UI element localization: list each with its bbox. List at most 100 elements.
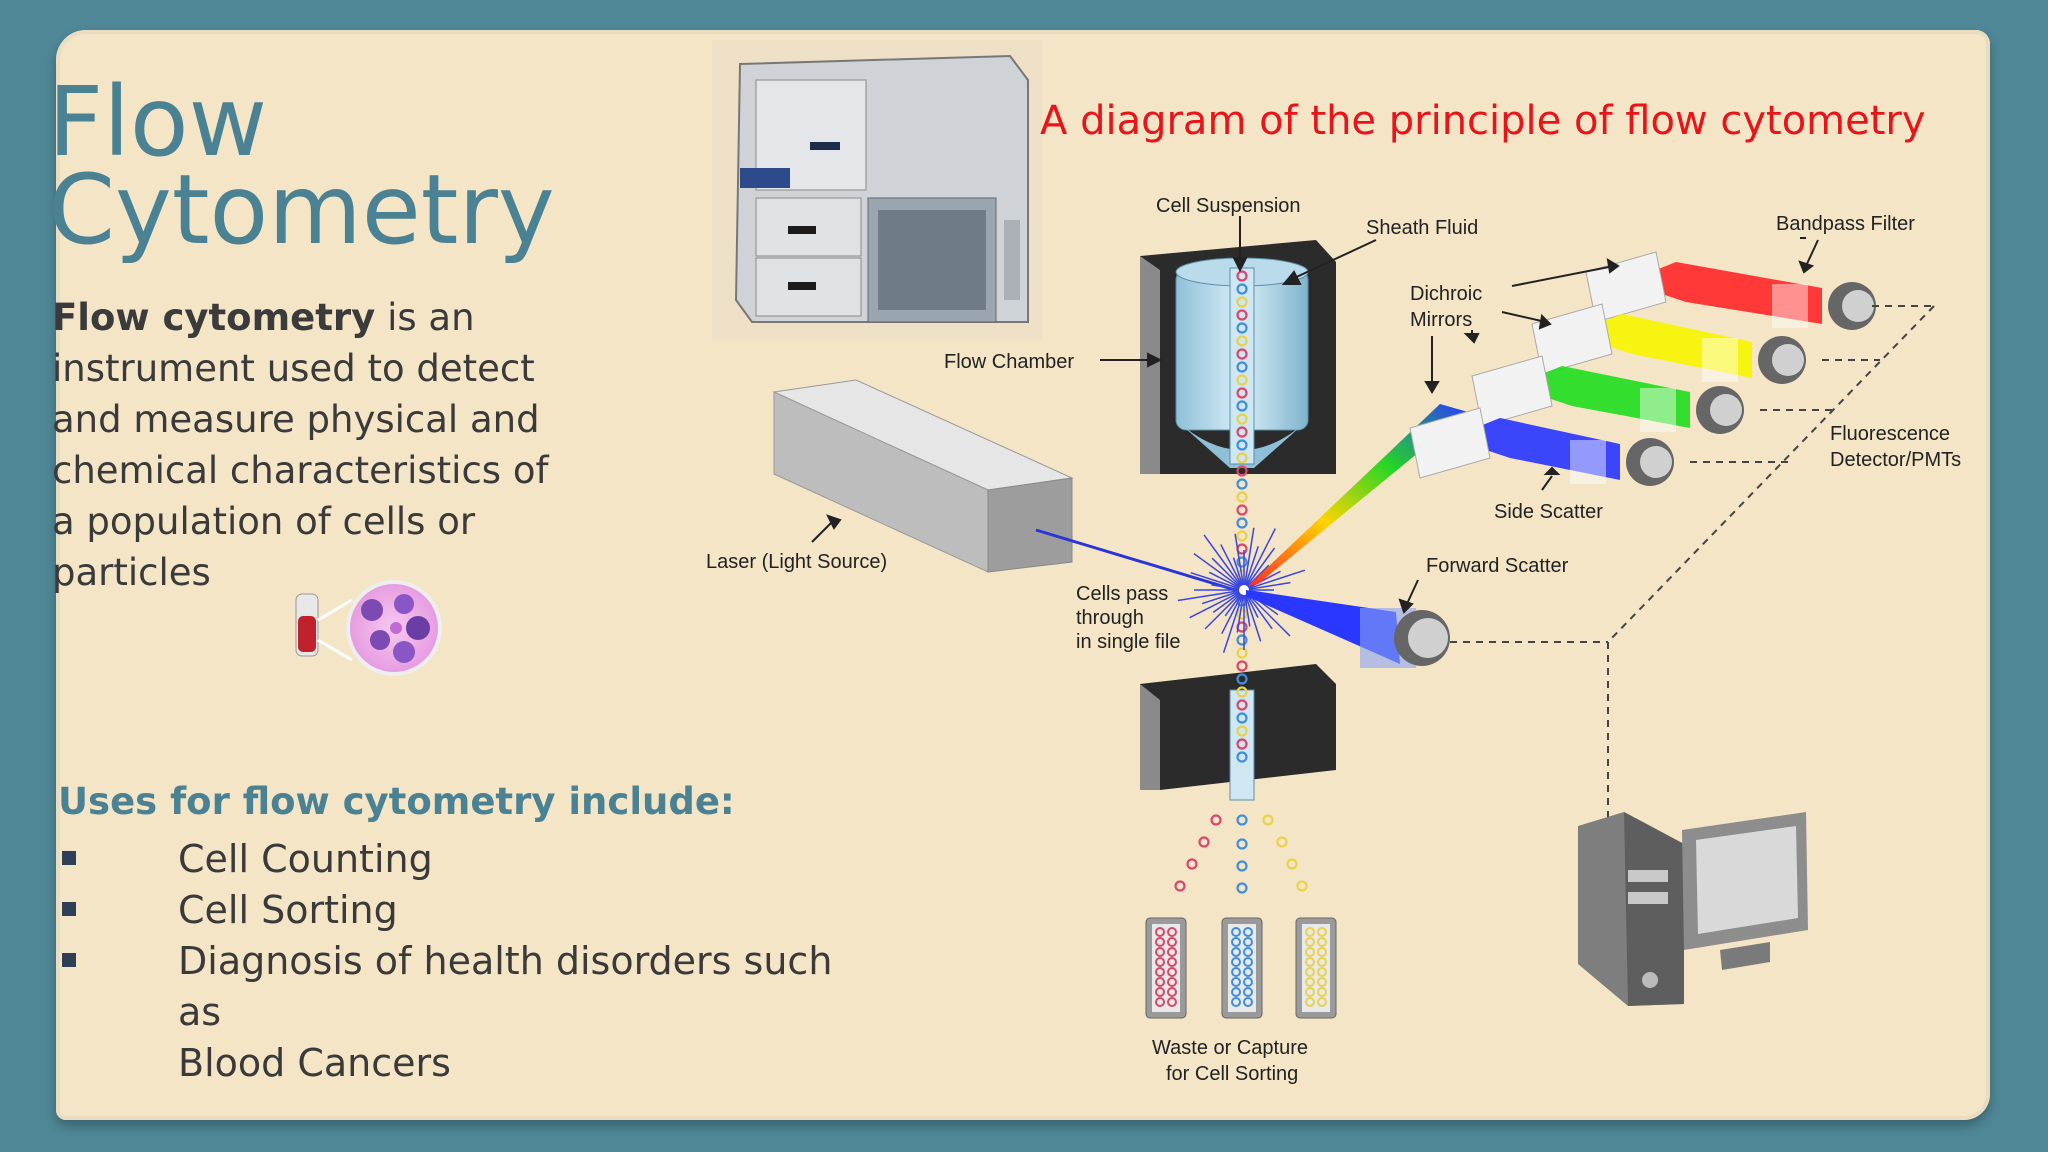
scatter-ray [1204, 589, 1245, 630]
cell-dot [1236, 452, 1248, 464]
filter [1570, 440, 1606, 484]
label-fluorescence-line1: Fluorescence [1830, 423, 1950, 445]
tube-cell [1305, 997, 1315, 1007]
tube-cell [1243, 997, 1253, 1007]
tube-cell [1231, 957, 1241, 967]
tube-cell [1167, 997, 1177, 1007]
cell-dot [1186, 858, 1198, 870]
intro-text-1: is an [375, 296, 475, 339]
laser-intersection-burst [1177, 527, 1306, 654]
tube-cell [1231, 997, 1241, 1007]
tube-cell [1231, 937, 1241, 947]
tube-cell [1243, 967, 1253, 977]
scatter-ray [1221, 589, 1245, 634]
forward-scatter-detector [1246, 590, 1450, 668]
bullet-icon [62, 902, 76, 916]
cell-dot [1236, 400, 1248, 412]
cell-dot [1236, 322, 1248, 334]
signal-lines [1450, 305, 1935, 830]
scatter-ray [1243, 546, 1259, 591]
cell-dot [1236, 647, 1248, 659]
dichroic-mirror [1471, 355, 1553, 427]
cell-dot [1236, 491, 1248, 503]
intro-text-2: instrument used to detect [52, 347, 535, 390]
cell-dot [1236, 543, 1248, 555]
list-item-text: Cell Counting [178, 837, 433, 881]
cell-dot [1236, 309, 1248, 321]
uses-list: Cell Counting Cell Sorting Diagnosis of … [60, 834, 860, 1089]
intro-text-6: particles [52, 551, 211, 594]
tube-cell [1305, 977, 1315, 987]
tube-cell [1155, 927, 1165, 937]
list-item: Cell Counting [60, 834, 860, 885]
tube-cell [1317, 947, 1327, 957]
detector-lens [1772, 344, 1804, 376]
cell-dot [1236, 348, 1248, 360]
page-title: Flow Cytometry [48, 74, 555, 258]
cell-dot [1236, 673, 1248, 685]
cell-dot [1236, 374, 1248, 386]
collection-tube [1295, 917, 1337, 1019]
label-bandpass-filter: Bandpass Filter [1776, 213, 1915, 235]
scatter-ray [1243, 569, 1306, 591]
cell-dot [1236, 882, 1248, 894]
scatter-ray [1236, 589, 1245, 633]
scatter-ray [1201, 589, 1245, 605]
cell-dot [1276, 836, 1288, 848]
filter [1640, 388, 1676, 432]
cytometer-instrument-image [712, 40, 1042, 340]
cell-dot [1236, 478, 1248, 490]
scatter-ray [1190, 571, 1245, 591]
scatter-ray [1193, 552, 1245, 591]
laser-source [772, 379, 1243, 594]
cell-dot [1236, 686, 1248, 698]
tube-cell [1317, 977, 1327, 987]
cell-dot [1236, 556, 1248, 568]
tube-cell [1243, 987, 1253, 997]
tube-cell [1167, 987, 1177, 997]
cell-dot [1236, 699, 1248, 711]
title-line-1: Flow [48, 66, 268, 178]
collection-tube [1221, 917, 1263, 1019]
tube-cell [1243, 947, 1253, 957]
cell-dot [1236, 712, 1248, 724]
label-waste-line1: Waste or Capture [1152, 1037, 1308, 1059]
cell-dot [1174, 880, 1186, 892]
tube-cell [1155, 937, 1165, 947]
cell-dot [1210, 814, 1222, 826]
side-scatter-beam [1248, 404, 1468, 586]
scatter-ray [1211, 557, 1245, 591]
label-waste-line2: for Cell Sorting [1166, 1063, 1298, 1085]
collection-tube [1145, 917, 1187, 1019]
tube-cell [1305, 967, 1315, 977]
label-side-scatter: Side Scatter [1494, 501, 1603, 523]
tube-cell [1243, 957, 1253, 967]
scatter-ray [1220, 544, 1245, 591]
tube-cell [1167, 967, 1177, 977]
tube-cell [1305, 937, 1315, 947]
tube-cell [1243, 927, 1253, 937]
scatter-ray [1243, 527, 1255, 591]
tube-cell [1305, 927, 1315, 937]
tube-cell [1231, 927, 1241, 937]
tube-cell [1231, 977, 1241, 987]
diagram-labels: Cell Suspension Sheath Fluid Bandpass Fi… [706, 195, 1961, 1085]
blood-cell-icon [295, 580, 442, 676]
intro-paragraph: Flow cytometry is an instrument used to … [52, 292, 572, 598]
collection-chamber [1140, 664, 1336, 801]
beam [1572, 314, 1752, 378]
label-flow-chamber: Flow Chamber [944, 351, 1074, 373]
tube-cell [1243, 977, 1253, 987]
cell-dot [1236, 439, 1248, 451]
cell-dot [1236, 838, 1248, 850]
list-item-text: Cell Sorting [178, 888, 398, 932]
tube-cell [1305, 957, 1315, 967]
tube-cell [1167, 977, 1177, 987]
scatter-ray [1243, 589, 1262, 642]
tube-cell [1167, 937, 1177, 947]
label-cell-suspension: Cell Suspension [1156, 195, 1301, 217]
cell-dot [1236, 426, 1248, 438]
intro-text-5: a population of cells or [52, 500, 476, 543]
cell-dot [1236, 361, 1248, 373]
